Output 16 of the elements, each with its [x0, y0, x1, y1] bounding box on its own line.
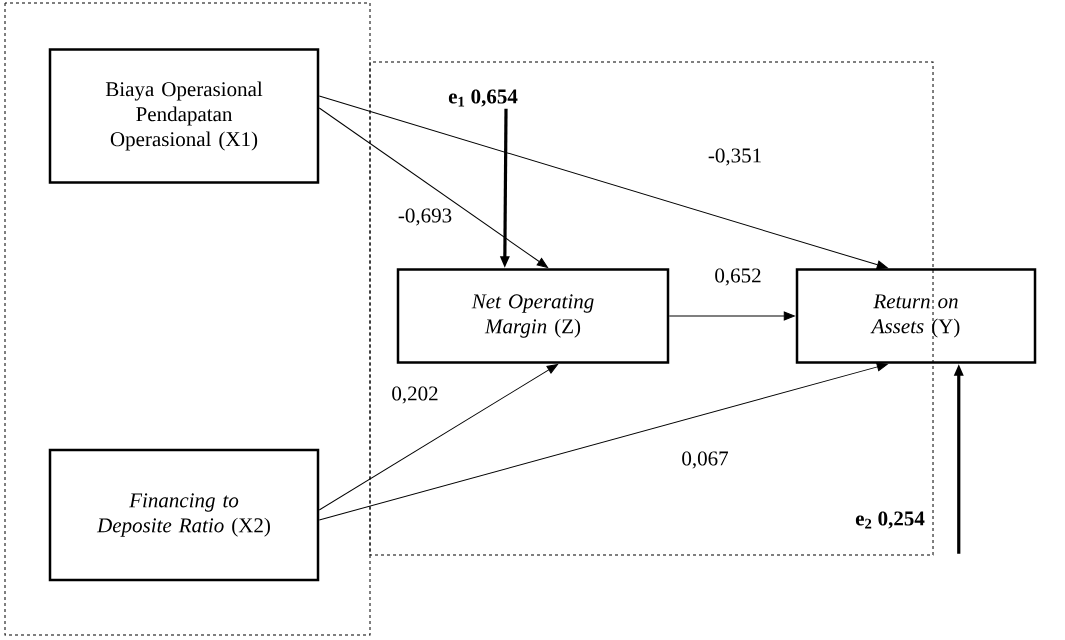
- edge-label: 0,652: [713, 267, 763, 287]
- variable-box: Financing to Deposite Ratio (X2): [48, 448, 320, 582]
- edge-label: -0,351: [706, 147, 764, 167]
- arrow: [318, 95, 888, 270]
- variable-box: Net Operating Margin (Z): [396, 268, 670, 364]
- arrow: [318, 364, 559, 511]
- arrow: [318, 107, 549, 268]
- variable-box: Return on Assets (Y): [795, 268, 1037, 364]
- edge-label: 0,202: [390, 385, 440, 405]
- error-term-label: e$_{2}$ 0,254: [855, 511, 925, 529]
- arrow: [668, 311, 795, 321]
- edge-label: -0,693: [396, 207, 454, 227]
- arrow: [318, 362, 888, 521]
- edge-label: 0,067: [680, 450, 730, 470]
- error-term-label: e$_{1}$ 0,654: [448, 89, 518, 107]
- variable-box: Biaya Operasional Pendapatan Operasional (X1): [48, 48, 320, 184]
